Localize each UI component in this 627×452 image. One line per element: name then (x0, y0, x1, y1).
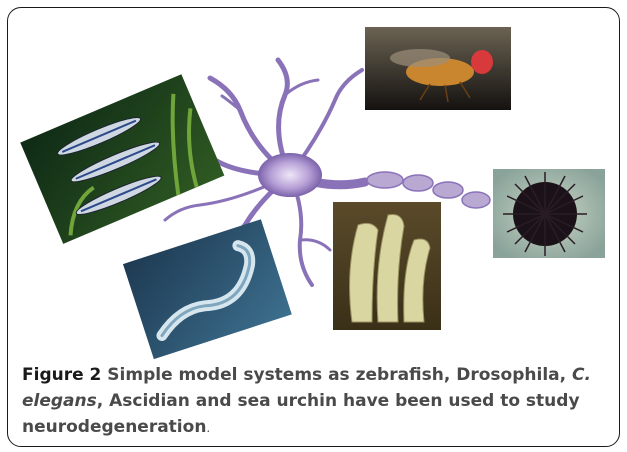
figure-caption: Figure 2 Simple model systems as zebrafi… (22, 362, 607, 441)
caption-text-2: , Ascidian and sea urchin have been used… (22, 391, 580, 437)
caption-text-1: Simple model systems as zebrafish, Droso… (107, 365, 572, 385)
sea-urchin-photo (493, 169, 605, 258)
figure-label: Figure 2 (22, 365, 101, 385)
c-elegans-photo (123, 219, 292, 359)
figure-artwork (0, 0, 627, 360)
drosophila-photo (365, 27, 511, 110)
zebrafish-photo (20, 74, 224, 244)
neuron-soma (258, 153, 322, 197)
caption-end: . (206, 421, 210, 435)
ascidian-photo (333, 202, 441, 330)
